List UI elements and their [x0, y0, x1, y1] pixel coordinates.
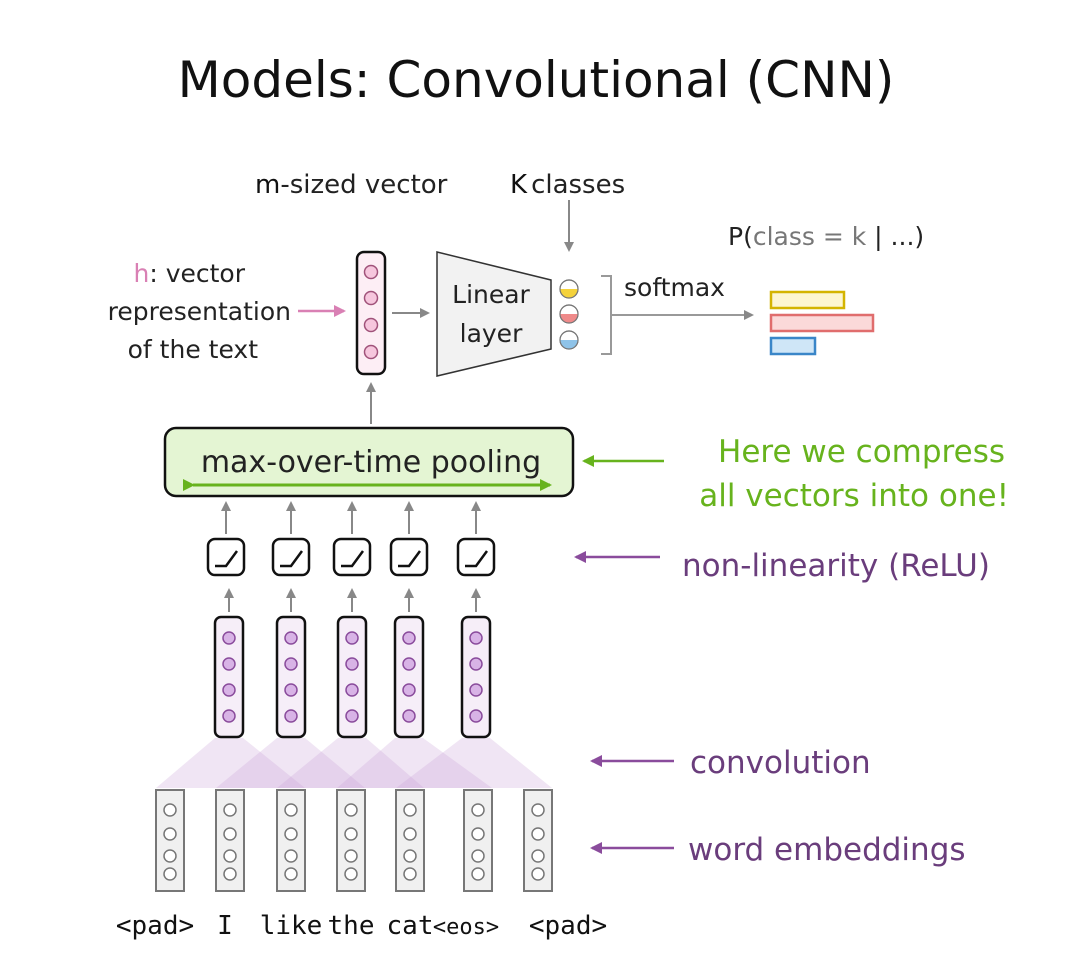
token-label: <eos>	[433, 915, 499, 940]
softmax-label: softmax	[624, 273, 725, 302]
page-title: Models: Convolutional (CNN)	[178, 51, 895, 109]
relu-unit	[271, 501, 311, 577]
compress-label-line1: Here we compress	[718, 434, 1005, 470]
embeddings-label: word embeddings	[688, 832, 966, 868]
prob-rest: | ...)	[866, 222, 924, 251]
relu-label: non-linearity (ReLU)	[682, 548, 990, 584]
token-label: <pad>	[529, 911, 607, 941]
embedding-vector	[395, 789, 425, 892]
compress-label-line2: all vectors into one!	[699, 478, 1009, 514]
conv-output-vector	[393, 588, 425, 739]
prob-bar-2	[769, 313, 875, 333]
convolution-window	[156, 738, 305, 788]
h-vector	[355, 250, 387, 376]
embedding-vector	[155, 789, 185, 892]
convolution-window	[277, 738, 424, 788]
m-letter: m	[255, 170, 280, 200]
conv-output-vector	[460, 588, 492, 739]
prob-class: class	[753, 222, 815, 251]
embedding-vector	[336, 789, 366, 892]
token-label: like	[260, 911, 323, 941]
embedding-vector	[523, 789, 553, 892]
pooling-box: max-over-time pooling	[163, 426, 575, 498]
class-logits	[559, 279, 579, 350]
token-label: <pad>	[116, 911, 194, 941]
relu-unit	[332, 501, 372, 577]
embedding-vector	[276, 789, 306, 892]
relu-unit	[456, 501, 496, 577]
m-sized-vector-label: m-sized vector	[255, 170, 448, 200]
word-embeddings	[155, 789, 553, 892]
token-label: I	[217, 911, 233, 941]
m-rest: -sized vector	[280, 170, 447, 200]
k-rest: classes	[531, 170, 625, 200]
convolution-windows	[156, 738, 552, 788]
convolution-window	[337, 738, 492, 788]
softmax-bracket	[601, 275, 612, 355]
convolution-outputs	[213, 588, 492, 739]
h-label-line3: of the text	[128, 335, 259, 364]
relu-unit	[389, 501, 429, 577]
prob-k: k	[852, 222, 867, 251]
k-letter: K	[510, 170, 528, 200]
h-label-line1: h: vector	[133, 259, 245, 288]
prob-eq: =	[815, 222, 852, 251]
conv-output-vector	[213, 588, 245, 739]
relu-units	[206, 501, 496, 577]
prob-bar-1	[769, 290, 846, 310]
conv-output-vector	[336, 588, 368, 739]
embedding-vector	[463, 789, 493, 892]
token-label: the	[328, 911, 375, 941]
h-label-line2: representation	[108, 297, 291, 326]
h-letter: h	[133, 259, 149, 288]
convolution-window	[396, 738, 552, 788]
probability-label: P(class = k | ...)	[728, 222, 924, 251]
prob-open: P(	[728, 222, 753, 251]
convolution-window	[216, 738, 365, 788]
probability-bars	[769, 290, 875, 356]
convolution-label: convolution	[690, 745, 871, 781]
relu-unit	[206, 501, 246, 577]
pooling-label: max-over-time pooling	[201, 445, 541, 480]
conv-output-vector	[275, 588, 307, 739]
prob-bar-3	[769, 336, 817, 356]
linear-layer-label-line2: layer	[460, 319, 523, 348]
h-line1-rest: : vector	[149, 259, 245, 288]
token-label: cat	[387, 911, 434, 941]
linear-layer: Linear layer	[436, 251, 552, 377]
linear-layer-label-line1: Linear	[452, 280, 530, 309]
embedding-vector	[215, 789, 245, 892]
